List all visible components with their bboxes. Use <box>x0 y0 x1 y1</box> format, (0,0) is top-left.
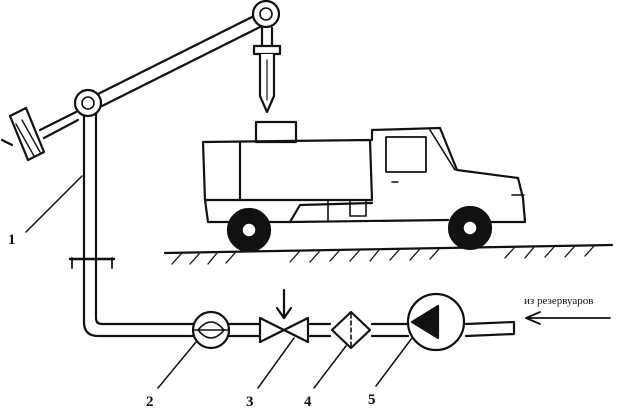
source-note: из резервуаров <box>524 295 593 307</box>
lower-swivel <box>73 88 103 118</box>
truck-cab <box>370 126 527 224</box>
cab-window <box>385 136 427 173</box>
label-3: 3 <box>246 394 254 410</box>
label-1: 1 <box>8 232 16 248</box>
tank-body <box>201 138 374 202</box>
label-5: 5 <box>368 392 376 408</box>
tank-hatch <box>254 120 298 144</box>
pump <box>406 292 466 352</box>
riser-pipe-inner <box>94 110 198 326</box>
flow-meter <box>191 310 231 350</box>
inflow-arrow <box>525 311 611 325</box>
upper-swivel <box>251 0 281 29</box>
ground <box>163 243 614 265</box>
shutoff-valve <box>258 288 310 344</box>
loading-arm <box>0 0 282 338</box>
riser-pipe-outer <box>82 108 198 338</box>
tanker-truck <box>201 120 527 253</box>
label-2: 2 <box>146 394 154 410</box>
counterweight <box>8 106 46 162</box>
label-4: 4 <box>304 394 312 410</box>
front-wheel <box>447 205 493 251</box>
rear-wheel <box>226 207 272 253</box>
leader-lines <box>25 175 413 389</box>
filter <box>330 310 372 350</box>
